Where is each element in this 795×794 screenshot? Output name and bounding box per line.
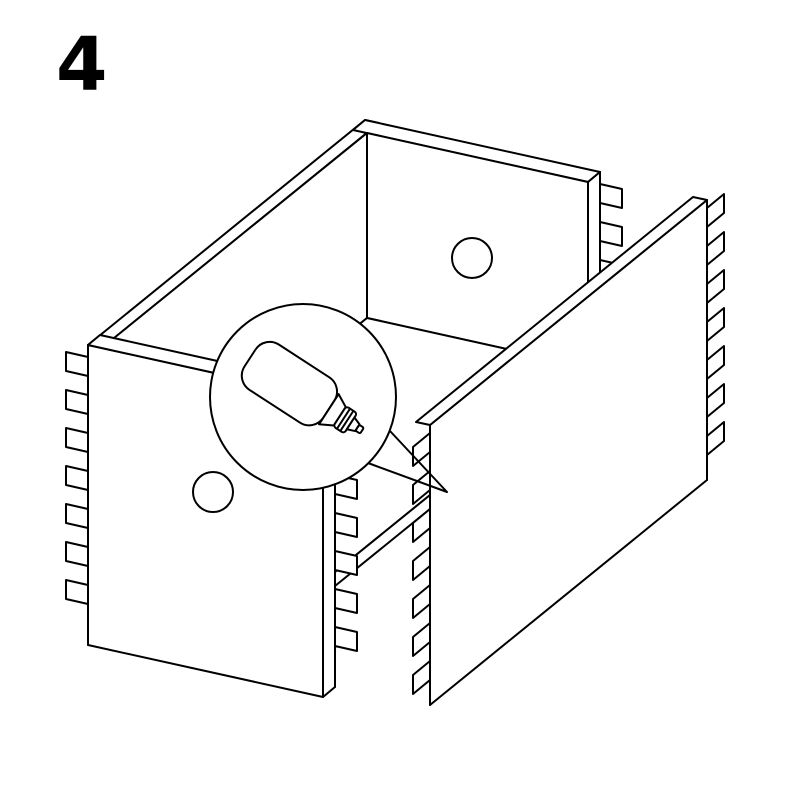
detached-side-panel xyxy=(412,193,725,706)
dowel-hole-back xyxy=(451,237,493,279)
detached-panel-top-edge xyxy=(415,196,708,426)
finger-joint-teeth xyxy=(412,424,431,706)
glue-bottle-cap-ribs xyxy=(336,408,355,432)
finger-joint-teeth xyxy=(706,193,725,481)
glue-bottle-icon xyxy=(240,340,365,435)
callout-pointer xyxy=(367,430,448,493)
magnifier-callout xyxy=(209,303,448,493)
finger-joint-teeth xyxy=(65,344,89,646)
glue-bottle-tip xyxy=(355,424,365,435)
step-number: 4 xyxy=(56,22,108,108)
dowel-hole-front xyxy=(192,471,234,513)
